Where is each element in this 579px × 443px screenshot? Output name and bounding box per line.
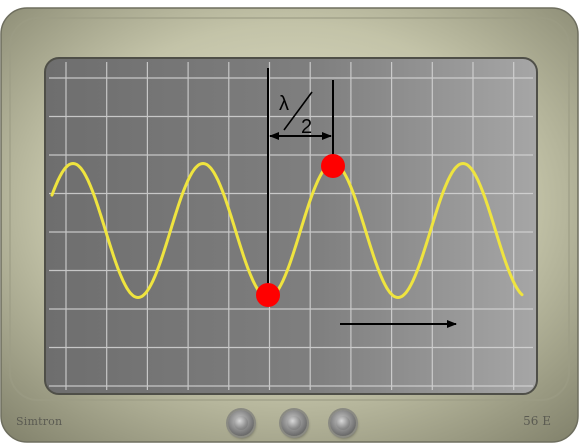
- screen: [44, 57, 538, 395]
- fraction-slash: [283, 91, 313, 131]
- divisor-label: 2: [301, 116, 312, 138]
- sine-wave: [50, 161, 524, 300]
- model-label: 56 E: [523, 414, 551, 428]
- crest-marker: [321, 154, 345, 178]
- knob-2[interactable]: [281, 410, 307, 436]
- brand-label: Simtron: [16, 415, 63, 428]
- knob-1[interactable]: [228, 410, 254, 436]
- lambda-label: λ: [279, 93, 289, 115]
- knob-3[interactable]: [330, 410, 356, 436]
- trough-marker: [256, 283, 280, 307]
